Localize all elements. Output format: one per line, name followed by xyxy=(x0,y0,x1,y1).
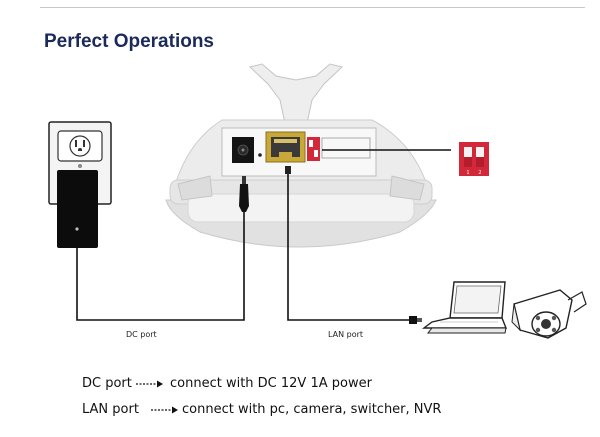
page-title: Perfect Operations xyxy=(44,31,214,52)
lan-jack xyxy=(265,131,306,163)
lan-port-label: LAN port xyxy=(328,330,364,339)
dc-jack xyxy=(232,137,262,163)
legend-row-dc: DC port xyxy=(82,376,132,391)
laptop-icon xyxy=(421,281,508,334)
legend-desc-dc: connect with DC 12V 1A power xyxy=(170,376,372,391)
lan-cable xyxy=(285,166,422,324)
dip-switch-number-2: 2 xyxy=(478,170,481,176)
legend-desc-lan: connect with pc, camera, switcher, NVR xyxy=(182,402,442,417)
legend-arrow-2 xyxy=(151,406,178,414)
camera-icon xyxy=(511,289,587,339)
power-adapter xyxy=(57,170,98,248)
legend-row-lan: LAN port xyxy=(82,402,139,417)
top-divider xyxy=(40,7,585,8)
device-dip-switch xyxy=(307,137,371,161)
legend-term: DC port xyxy=(82,376,132,391)
legend-arrow-1 xyxy=(136,380,163,388)
legend-term: LAN port xyxy=(82,402,139,417)
dip-switch-detail: 1 2 xyxy=(459,142,489,176)
dip-switch-number-1: 1 xyxy=(466,170,469,176)
mount-bracket xyxy=(248,63,344,129)
dc-cable xyxy=(76,176,249,321)
dc-port-label: DC port xyxy=(126,330,157,339)
